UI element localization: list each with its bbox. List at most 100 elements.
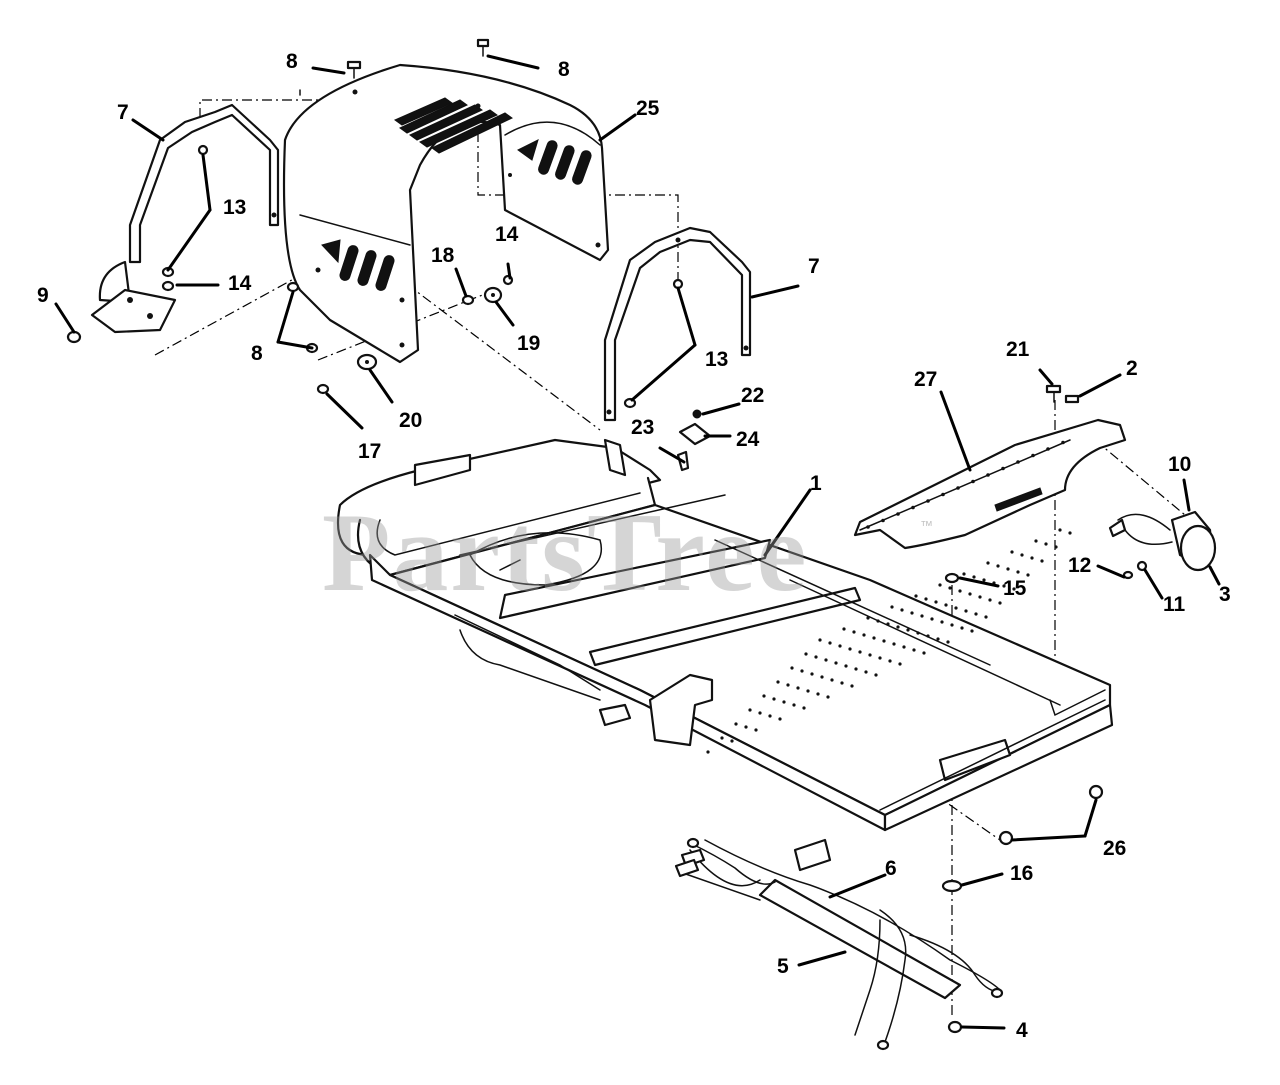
rear-bracket xyxy=(853,418,1127,550)
perforation-hole xyxy=(934,600,938,604)
perforation-hole xyxy=(834,661,838,665)
callout-22: 22 xyxy=(741,384,764,407)
perforation-hole xyxy=(864,670,868,674)
perforation-hole xyxy=(768,714,772,718)
callout-5: 5 xyxy=(777,955,789,978)
perforation-hole xyxy=(792,703,796,707)
tail-light-assembly xyxy=(1108,510,1217,572)
perforation-hole xyxy=(914,594,918,598)
perforation-hole xyxy=(840,681,844,685)
bracket-hole xyxy=(1046,447,1050,451)
fender-cover xyxy=(282,63,610,364)
perforation-hole xyxy=(890,605,894,609)
perforation-hole xyxy=(938,583,942,587)
perforation-hole xyxy=(984,615,988,619)
perforation-hole xyxy=(862,633,866,637)
perforation-hole xyxy=(804,652,808,656)
callout-10: 10 xyxy=(1168,453,1191,476)
callout-labels: 8 8 7 25 13 14 9 8 18 14 19 20 17 7 13 2… xyxy=(37,50,1231,1042)
perforation-hole xyxy=(824,658,828,662)
perforation-hole xyxy=(1054,545,1058,549)
perforation-hole xyxy=(936,637,940,641)
perforation-hole xyxy=(776,680,780,684)
perforation-hole xyxy=(1030,556,1034,560)
wire-harness xyxy=(674,837,1004,1051)
perforation-hole xyxy=(996,564,1000,568)
callout-3: 3 xyxy=(1219,583,1231,606)
perforation-hole xyxy=(790,666,794,670)
perforation-hole xyxy=(972,575,976,579)
perforation-hole xyxy=(796,686,800,690)
bracket-hole xyxy=(956,486,960,490)
perforation-hole xyxy=(1026,573,1030,577)
perforation-hole xyxy=(946,640,950,644)
perforation-hole xyxy=(1034,539,1038,543)
callout-11: 11 xyxy=(1163,593,1186,616)
perforation-hole xyxy=(1020,553,1024,557)
perforation-hole xyxy=(844,664,848,668)
perforation-hole xyxy=(988,598,992,602)
bracket-hole xyxy=(926,499,930,503)
floor-perforations xyxy=(706,528,1072,754)
bracket-holes xyxy=(866,440,1065,529)
perforation-hole xyxy=(1012,587,1016,591)
callout-7-right: 7 xyxy=(808,255,820,278)
perforation-hole xyxy=(874,673,878,677)
callout-14-left: 14 xyxy=(228,272,252,295)
callout-8-top-left: 8 xyxy=(286,50,298,73)
callout-8-lower: 8 xyxy=(251,342,263,365)
callout-18: 18 xyxy=(431,244,455,267)
perforation-hole xyxy=(1040,559,1044,563)
perforation-hole xyxy=(978,595,982,599)
perforation-hole xyxy=(906,628,910,632)
perforation-hole xyxy=(858,650,862,654)
bracket-hole xyxy=(1031,453,1035,458)
perforation-hole xyxy=(896,625,900,629)
perforation-hole xyxy=(1044,542,1048,546)
bracket-hole xyxy=(896,512,900,516)
perforation-hole xyxy=(730,739,734,743)
callout-16: 16 xyxy=(1010,862,1033,885)
perforation-hole xyxy=(878,656,882,660)
perforation-hole xyxy=(944,603,948,607)
perforation-hole xyxy=(772,697,776,701)
leader-lines xyxy=(54,54,1221,1030)
perforation-hole xyxy=(970,629,974,633)
perforation-hole xyxy=(826,695,830,699)
bracket-hole xyxy=(1016,460,1020,464)
bracket-hole xyxy=(911,505,915,510)
perforation-hole xyxy=(892,642,896,646)
perforation-hole xyxy=(820,675,824,679)
perforation-hole xyxy=(912,648,916,652)
perforation-hole xyxy=(998,601,1002,605)
perforation-hole xyxy=(986,561,990,565)
perforation-hole xyxy=(782,700,786,704)
callout-2: 2 xyxy=(1126,357,1138,380)
fender-bracket-left xyxy=(90,103,280,334)
callout-13-left: 13 xyxy=(223,196,246,219)
callout-24: 24 xyxy=(736,428,760,451)
perforation-hole xyxy=(866,616,870,620)
perforation-hole xyxy=(806,689,810,693)
callout-25: 25 xyxy=(636,97,660,120)
callout-17: 17 xyxy=(358,440,381,463)
perforation-hole xyxy=(814,655,818,659)
callout-21: 21 xyxy=(1006,338,1030,361)
callout-4: 4 xyxy=(1016,1019,1028,1042)
perforation-hole xyxy=(748,708,752,712)
perforation-hole xyxy=(762,694,766,698)
perforation-hole xyxy=(876,619,880,623)
perforation-hole xyxy=(868,653,872,657)
partstree-watermark: PartsTree ™ xyxy=(322,491,933,615)
callout-26: 26 xyxy=(1103,837,1126,860)
cover-vent-slots-left xyxy=(321,239,395,291)
callout-15: 15 xyxy=(1003,577,1027,600)
perforation-hole xyxy=(720,736,724,740)
perforation-hole xyxy=(734,722,738,726)
bracket-hole xyxy=(986,473,990,477)
callout-20: 20 xyxy=(399,409,422,432)
perforation-hole xyxy=(830,678,834,682)
perforation-hole xyxy=(838,644,842,648)
callout-13-right: 13 xyxy=(705,348,728,371)
